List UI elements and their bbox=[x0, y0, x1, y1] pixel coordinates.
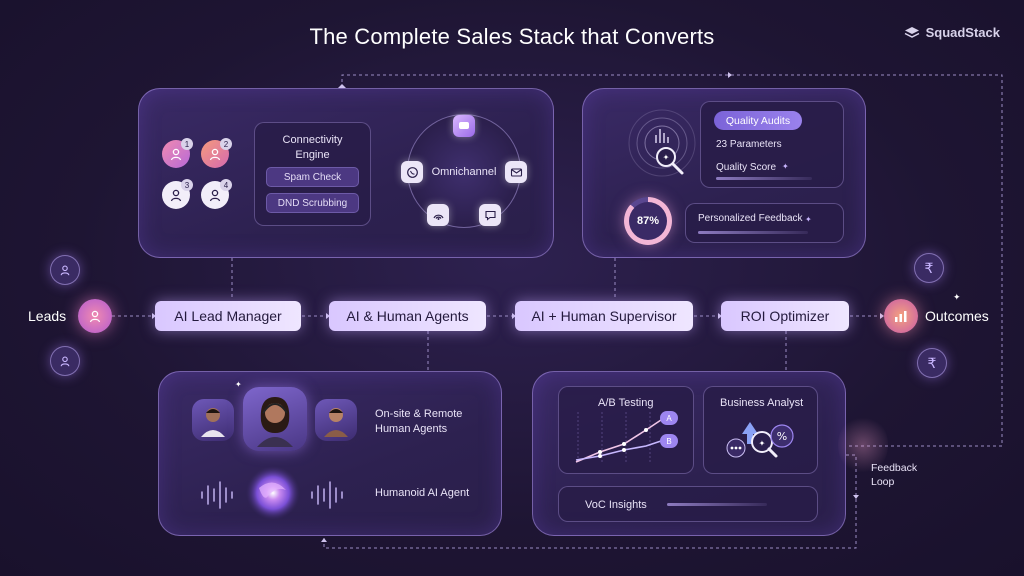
parameters-label: 23 Parameters bbox=[716, 139, 782, 150]
human-agents-label: On-site & Remote Human Agents bbox=[375, 408, 463, 435]
quality-audit-radar-icon: ✦ bbox=[628, 109, 696, 177]
business-analyst-icon: % ✦ bbox=[726, 422, 794, 458]
user-icon bbox=[170, 148, 182, 161]
quality-percent-value: 87% bbox=[636, 215, 660, 227]
omnichannel-label: Omnichannel bbox=[431, 166, 497, 178]
page-title: The Complete Sales Stack that Converts bbox=[309, 24, 715, 49]
ai-agent-waveform-icon bbox=[201, 466, 343, 520]
whatsapp-icon bbox=[401, 161, 423, 183]
sparkle-decoration: ✦ bbox=[953, 292, 961, 302]
quality-audits-badge: Quality Audits bbox=[714, 111, 802, 130]
user-icon bbox=[209, 148, 221, 161]
sparkle-decoration: ✦ bbox=[805, 215, 812, 224]
outcomes-label: Outcomes bbox=[925, 308, 989, 324]
leads-node bbox=[78, 299, 112, 333]
lead-number-badge: 2 bbox=[220, 138, 232, 150]
connectivity-engine-card bbox=[254, 122, 371, 226]
signal-icon bbox=[427, 204, 449, 226]
sparkle-decoration: ✦ bbox=[782, 162, 789, 171]
message-icon bbox=[479, 204, 501, 226]
quality-score-label: Quality Score bbox=[716, 162, 777, 173]
leads-label: Leads bbox=[28, 308, 67, 324]
svg-text:✦: ✦ bbox=[759, 439, 766, 448]
chat-bubble-icon bbox=[453, 115, 475, 137]
human-agent-avatar-right bbox=[315, 399, 357, 441]
stage-ai-human-supervisor: AI + Human Supervisor bbox=[515, 301, 693, 331]
outcomes-node bbox=[884, 299, 918, 333]
user-icon bbox=[60, 356, 70, 367]
lead-number-badge: 1 bbox=[181, 138, 193, 150]
growth-chart-icon bbox=[895, 311, 907, 322]
user-icon bbox=[60, 265, 70, 276]
brand-name: SquadStack bbox=[925, 25, 1000, 40]
brand-logo: SquadStack bbox=[904, 25, 1000, 40]
stack-icon bbox=[904, 26, 919, 38]
personalized-feedback-card bbox=[685, 203, 844, 243]
human-agent-avatar-left bbox=[192, 399, 234, 441]
humanoid-ai-agent-label: Humanoid AI Agent bbox=[375, 487, 470, 499]
business-analyst-label: Business Analyst bbox=[720, 397, 804, 409]
lead-icon-top bbox=[50, 255, 80, 285]
svg-text:✦: ✦ bbox=[663, 153, 670, 162]
voc-insights-label: VoC Insights bbox=[585, 499, 647, 511]
rupee-icon-top: ₹ bbox=[914, 253, 944, 283]
human-agent-avatar-center bbox=[243, 387, 307, 451]
spam-check-pill: Spam Check bbox=[266, 167, 359, 187]
business-analyst-card bbox=[703, 386, 818, 474]
lead-number-badge: 4 bbox=[220, 179, 232, 191]
rupee-icon-bottom: ₹ bbox=[917, 348, 947, 378]
ab-testing-label: A/B Testing bbox=[598, 397, 654, 409]
feedback-loop-label: Feedback Loop bbox=[871, 462, 918, 489]
stage-roi-optimizer: ROI Optimizer bbox=[721, 301, 849, 331]
personalized-feedback-label: Personalized Feedback bbox=[698, 213, 803, 224]
variant-b-badge: B bbox=[660, 434, 678, 448]
user-icon bbox=[89, 310, 101, 323]
user-icon bbox=[209, 189, 221, 202]
user-icon bbox=[170, 189, 182, 202]
stage-ai-human-agents: AI & Human Agents bbox=[329, 301, 486, 331]
quality-percent-ring: 87% bbox=[624, 197, 672, 245]
quality-score-bar bbox=[716, 177, 812, 180]
variant-a-badge: A bbox=[660, 411, 678, 425]
lead-icon-bottom bbox=[50, 346, 80, 376]
personalized-feedback-bar bbox=[698, 231, 808, 234]
ab-testing-chart-icon bbox=[575, 412, 665, 464]
stage-ai-lead-manager: AI Lead Manager bbox=[155, 301, 301, 331]
feedback-glow bbox=[838, 415, 888, 475]
email-icon bbox=[505, 161, 527, 183]
voc-insights-bar bbox=[667, 503, 767, 506]
percent-symbol: % bbox=[777, 430, 787, 443]
lead-number-badge: 3 bbox=[181, 179, 193, 191]
dnd-scrubbing-pill: DND Scrubbing bbox=[266, 193, 359, 213]
sparkle-decoration: ✦ bbox=[235, 380, 242, 389]
connectivity-engine-title: Connectivity Engine bbox=[282, 134, 343, 161]
